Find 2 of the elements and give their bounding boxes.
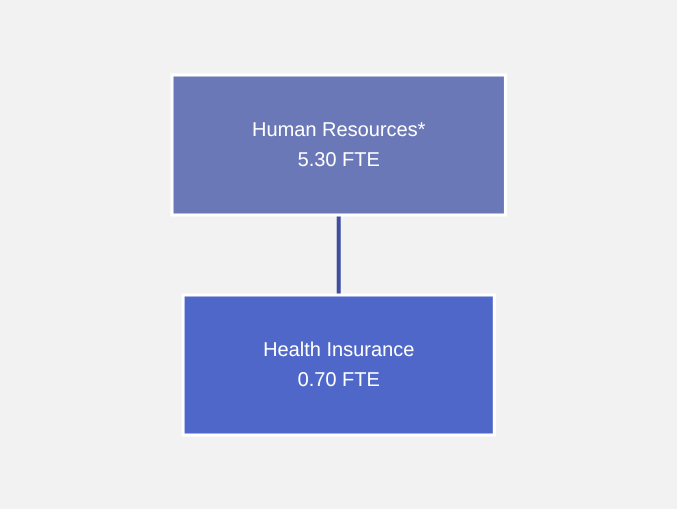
node-box: Human Resources* 5.30 FTE (170, 73, 507, 216)
node-box: Health Insurance 0.70 FTE (181, 293, 496, 436)
